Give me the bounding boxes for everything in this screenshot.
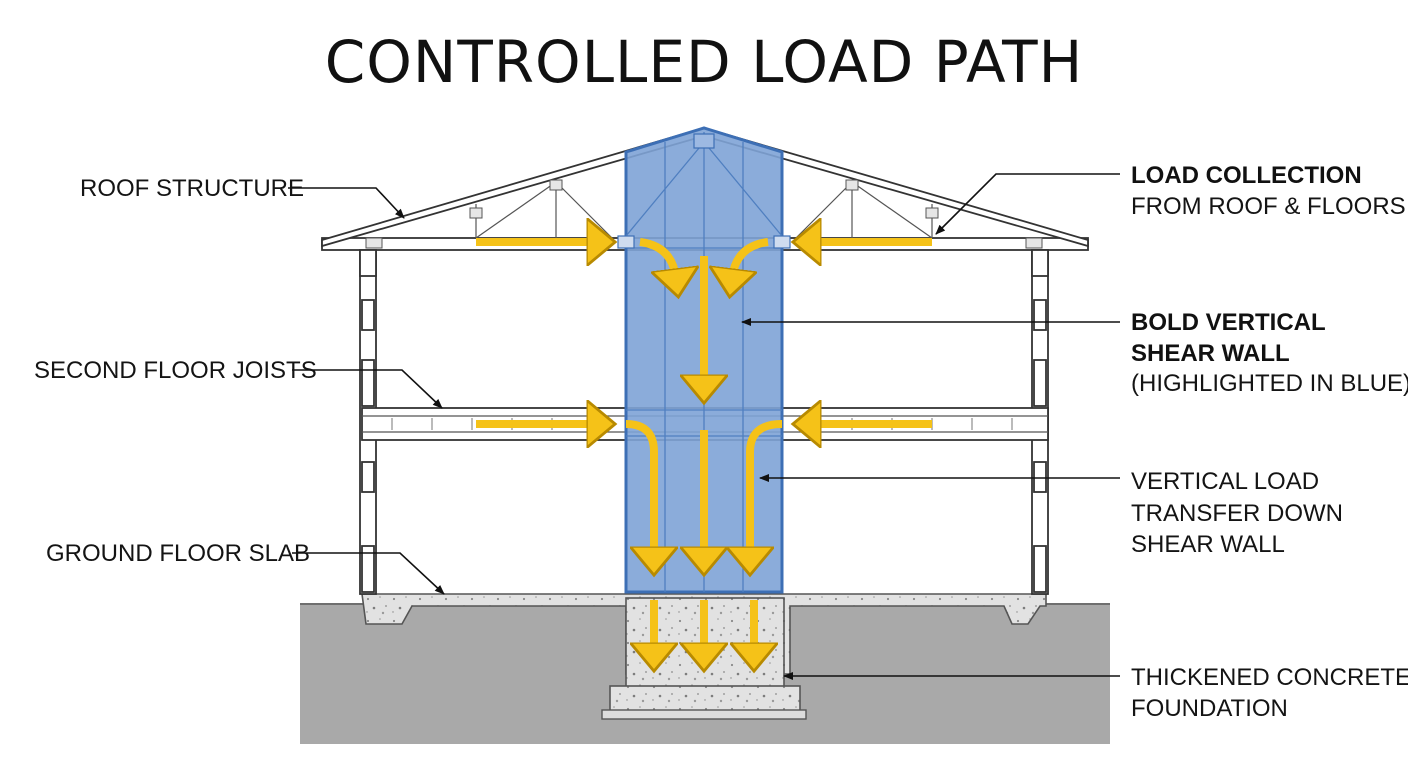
diagram-title: CONTROLLED LOAD PATH [325, 28, 1083, 96]
label-vertical-load-transfer: VERTICAL LOAD TRANSFER DOWN SHEAR WALL [759, 468, 1343, 558]
svg-text:FROM ROOF & FLOORS: FROM ROOF & FLOORS [1131, 193, 1406, 220]
floor-right-down-arrow [750, 420, 783, 556]
label-load-collection: LOAD COLLECTION FROM ROOF & FLOORS [935, 162, 1406, 235]
roof-right-turn-arrow [732, 238, 769, 278]
svg-text:SHEAR WALL: SHEAR WALL [1131, 340, 1290, 367]
svg-text:(HIGHLIGHTED IN BLUE): (HIGHLIGHTED IN BLUE) [1131, 370, 1408, 397]
label-ground-floor-slab: GROUND FLOOR SLAB [46, 540, 445, 595]
svg-text:FOUNDATION: FOUNDATION [1131, 695, 1288, 722]
label-second-floor-joists: SECOND FLOOR JOISTS [34, 357, 443, 409]
floor-left-down-arrow [625, 420, 654, 556]
svg-text:GROUND FLOOR SLAB: GROUND FLOOR SLAB [46, 540, 310, 567]
svg-text:SECOND FLOOR JOISTS: SECOND FLOOR JOISTS [34, 357, 317, 384]
load-arrows [476, 242, 932, 652]
roof-left-turn-arrow [639, 238, 676, 278]
label-roof-structure: ROOF STRUCTURE [80, 175, 405, 219]
label-shear-wall: BOLD VERTICAL SHEAR WALL (HIGHLIGHTED IN… [741, 309, 1408, 397]
svg-text:LOAD COLLECTION: LOAD COLLECTION [1131, 162, 1362, 189]
svg-text:ROOF STRUCTURE: ROOF STRUCTURE [80, 175, 304, 202]
svg-text:BOLD VERTICAL: BOLD VERTICAL [1131, 309, 1326, 336]
svg-text:VERTICAL LOAD: VERTICAL LOAD [1131, 468, 1319, 495]
svg-text:THICKENED CONCRETE: THICKENED CONCRETE [1131, 664, 1408, 691]
svg-text:SHEAR WALL: SHEAR WALL [1131, 531, 1285, 558]
label-thickened-foundation: THICKENED CONCRETE FOUNDATION [783, 664, 1408, 722]
svg-text:TRANSFER DOWN: TRANSFER DOWN [1131, 500, 1343, 527]
